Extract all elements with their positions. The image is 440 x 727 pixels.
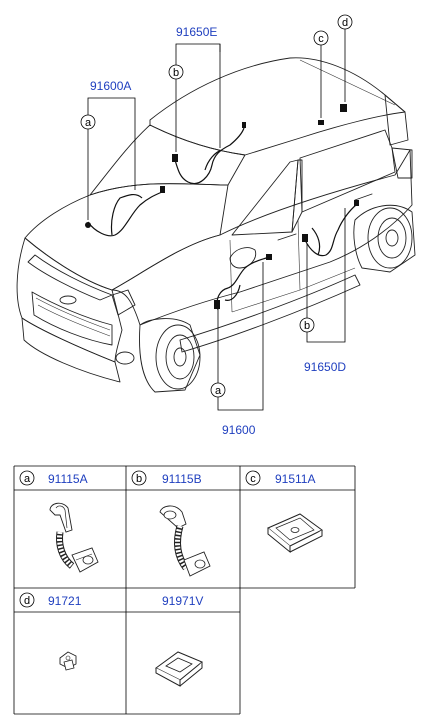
plug-c-icon (267, 513, 323, 554)
svg-text:b: b (304, 320, 310, 332)
part-b-letter: b (136, 473, 142, 485)
part-b-number: 91115B (162, 472, 202, 486)
part-a-number: 91115A (48, 472, 88, 486)
grommet-b-icon (159, 505, 211, 577)
part-cell-91971v: 91971V (155, 594, 203, 687)
parts-table: a 91115A b 91115B (13, 465, 356, 715)
car-illustration (16, 57, 416, 393)
wiring-harnesses (85, 104, 359, 311)
svg-text:a: a (215, 385, 222, 397)
part-a-letter: a (24, 473, 31, 485)
grommet-a-icon (49, 502, 99, 573)
svg-text:b: b (173, 67, 179, 79)
grommet-b-roof (172, 154, 178, 162)
svg-text:c: c (318, 33, 324, 45)
callout-91600: 91600 (222, 423, 256, 437)
clip-c (318, 120, 324, 125)
part-cell-c: c 91511A (245, 470, 323, 554)
part-cell-b: b 91115B (131, 470, 211, 577)
callout-91600a: 91600A (90, 79, 131, 93)
grommet-e-icon (155, 651, 203, 687)
callout-91650e: 91650E (176, 25, 217, 39)
callouts: 91650E b 91600A a c d b 91650D a 91600 (80, 14, 353, 437)
part-c-letter: c (250, 473, 256, 485)
callout-91650d: 91650D (304, 360, 346, 374)
clip-d (340, 104, 347, 112)
grommet-a-top (85, 222, 91, 228)
harness-91650d-wire (304, 204, 357, 257)
harness-91600a-wire (87, 191, 163, 237)
part-d-letter: d (24, 595, 30, 607)
part-cell-d: d 91721 (19, 592, 82, 671)
svg-text:a: a (85, 117, 92, 129)
harness-91650e-wire (174, 127, 245, 185)
svg-text:d: d (342, 17, 348, 29)
clip-d-icon (59, 651, 77, 671)
part-c-number: 91511A (275, 472, 315, 486)
part-cell-a: a 91115A (19, 470, 99, 573)
part-d-number: 91721 (48, 594, 82, 608)
harness-91600-wire (216, 257, 267, 311)
grommet-a-door (214, 300, 220, 309)
grommet-b-door (302, 234, 308, 242)
part-e-number: 91971V (162, 594, 203, 608)
